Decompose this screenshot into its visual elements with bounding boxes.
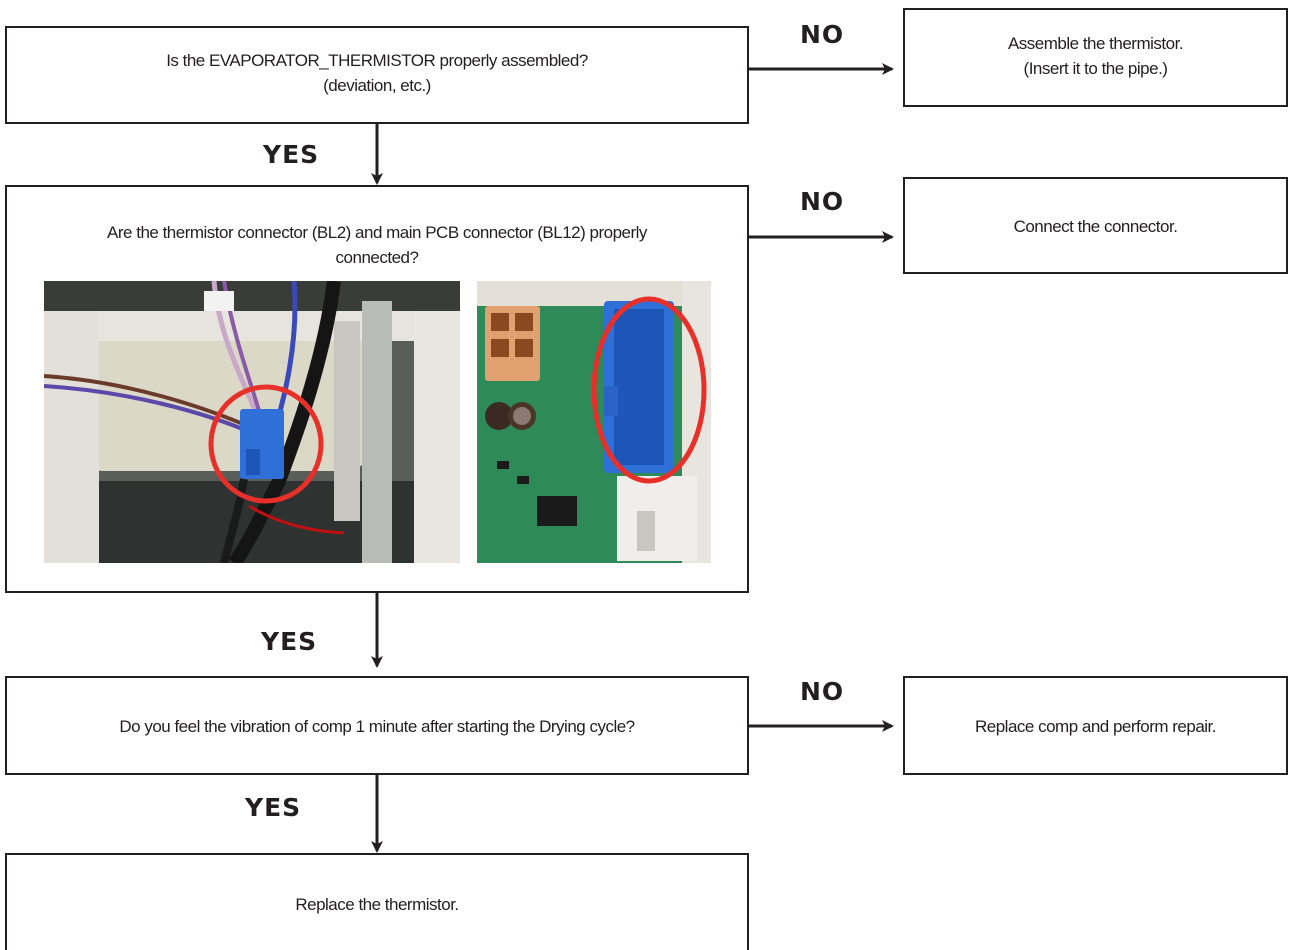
- decision-text-line1: Is the EVAPORATOR_THERMISTOR properly as…: [166, 51, 588, 70]
- end-box-replace-thermistor: Replace the thermistor.: [5, 853, 749, 950]
- decision-text-line2: connected?: [335, 248, 419, 267]
- decision-text-line1: Are the thermistor connector (BL2) and m…: [107, 223, 647, 242]
- action-text-line1: Assemble the thermistor.: [1007, 34, 1184, 53]
- label-no-1: NO: [800, 20, 845, 49]
- action-box-connect-connector: Connect the connector.: [903, 177, 1288, 274]
- decision-box-thermistor-assembled: Is the EVAPORATOR_THERMISTOR properly as…: [5, 26, 749, 124]
- end-text-line1: Replace the thermistor.: [295, 895, 459, 914]
- action-box-replace-comp: Replace comp and perform repair.: [903, 676, 1288, 775]
- label-no-2: NO: [800, 187, 845, 216]
- highlight-circle-bl12: [591, 296, 707, 484]
- label-yes-3: YES: [245, 793, 302, 822]
- label-yes-1: YES: [263, 140, 320, 169]
- photo-main-pcb-connector: [477, 281, 711, 563]
- decision-box-comp-vibration: Do you feel the vibration of comp 1 minu…: [5, 676, 749, 775]
- label-yes-2: YES: [261, 627, 318, 656]
- action-box-assemble-thermistor: Assemble the thermistor. (Insert it to t…: [903, 8, 1288, 107]
- highlight-circle-bl2: [208, 384, 324, 504]
- action-text-line1: Replace comp and perform repair.: [974, 717, 1217, 736]
- decision-text-line1: Do you feel the vibration of comp 1 minu…: [119, 717, 635, 736]
- action-text-line2: (Insert it to the pipe.): [1023, 59, 1168, 78]
- action-text-line1: Connect the connector.: [1013, 217, 1178, 236]
- label-no-3: NO: [800, 677, 845, 706]
- photo-thermistor-connector: [44, 281, 460, 563]
- decision-text-line2: (deviation, etc.): [323, 76, 431, 95]
